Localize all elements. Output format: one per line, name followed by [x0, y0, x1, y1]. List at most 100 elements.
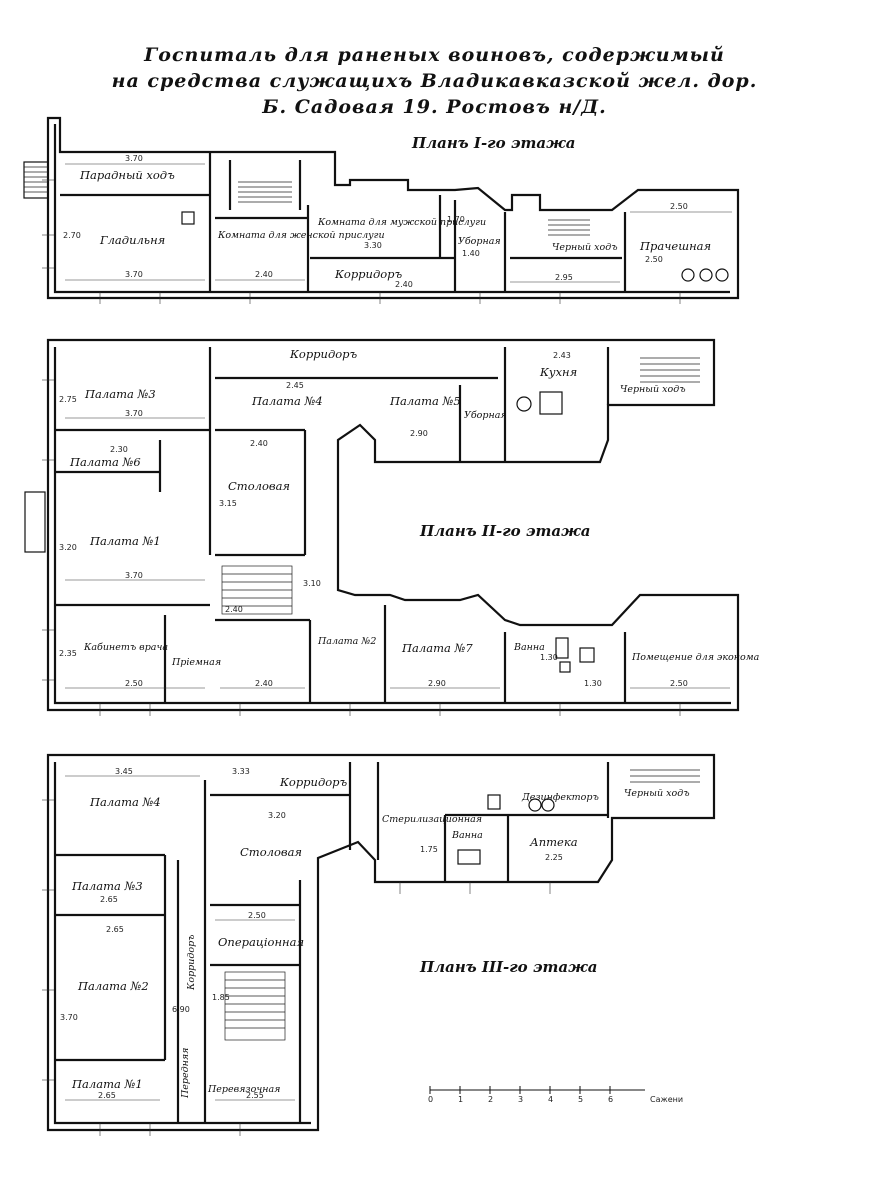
f2-dim: 3.15 — [219, 499, 237, 508]
f3-corridor-side-label: Корридоръ — [186, 934, 197, 991]
f1-dim: 3.70 — [125, 154, 143, 163]
f2-back-stair-label: Черный ходъ — [620, 384, 686, 395]
f3-dim: 3.33 — [232, 767, 250, 776]
f1-dim: 3.30 — [364, 241, 382, 250]
f3-ward2-label: Палата №2 — [77, 979, 149, 993]
f2-dim: 2.40 — [255, 679, 273, 688]
floor2-room-labels: Корридоръ Палата №3 Палата №4 Палата №5 … — [59, 347, 760, 688]
f1-back-stair-label: Черный ходъ — [552, 242, 618, 253]
f3-back-stair-label: Черный ходъ — [624, 788, 690, 799]
f3-dim: 2.55 — [246, 1091, 264, 1100]
f2-dim: 3.70 — [125, 571, 143, 580]
f3-dim: 1.85 — [212, 993, 230, 1002]
f2-dim: 3.10 — [303, 579, 321, 588]
floor1-plan — [23, 116, 740, 304]
f3-disinfection-label: Дезинфекторъ — [521, 792, 599, 803]
f2-dim: 1.30 — [540, 653, 558, 662]
scale-tick-label: 6 — [608, 1095, 613, 1104]
f2-dim: 2.75 — [59, 395, 77, 404]
f2-dim: 2.40 — [250, 439, 268, 448]
scale-tick-label: 4 — [548, 1095, 553, 1104]
f2-dim: 2.90 — [410, 429, 428, 438]
f3-dim: 2.25 — [545, 853, 563, 862]
floor3-room-labels: Палата №4 Корридоръ Черный ходъ Стерилиз… — [60, 767, 690, 1100]
f3-dim: 2.50 — [248, 911, 266, 920]
f2-dim: 2.50 — [125, 679, 143, 688]
f1-women-room-label: Комната для женской прислуги — [217, 230, 385, 241]
scale-tick-label: 3 — [518, 1095, 523, 1104]
f1-dim: 2.95 — [555, 273, 573, 282]
floor2-plan — [24, 338, 740, 716]
f1-dim: 1.40 — [462, 249, 480, 258]
f3-sterilization-label: Стерилизационная — [382, 814, 482, 825]
f2-dim: 2.35 — [59, 649, 77, 658]
f2-steward-label: Помещение для эконома — [631, 652, 760, 663]
f2-dim: 3.70 — [125, 409, 143, 418]
f3-dim: 3.70 — [60, 1013, 78, 1022]
f2-dim: 2.40 — [225, 605, 243, 614]
f3-bath-label: Ванна — [451, 830, 483, 841]
f2-dim: 2.30 — [110, 445, 128, 454]
f1-dim: 2.40 — [255, 270, 273, 279]
f3-dim: 2.65 — [100, 895, 118, 904]
f2-doctor-label: Кабинетъ врача — [83, 642, 168, 653]
scale-tick-label: 0 — [428, 1095, 433, 1104]
f3-front-label: Передняя — [180, 1048, 191, 1099]
f1-dim: 2.40 — [395, 280, 413, 289]
f2-corridor-label: Корридоръ — [289, 347, 358, 361]
f1-entrance-label: Парадный ходъ — [79, 168, 175, 182]
scale-tick-label: 5 — [578, 1095, 583, 1104]
title-line-2: на средства служащихъ Владикавказской же… — [111, 70, 758, 92]
f3-dim: 6.90 — [172, 1005, 190, 1014]
f2-dim: 3.20 — [59, 543, 77, 552]
f3-ward4-label: Палата №4 — [89, 795, 161, 809]
title-line-3: Б. Садовая 19. Ростовъ н/Д. — [262, 96, 607, 118]
f2-lavatory-label: Уборная — [464, 410, 507, 421]
f1-dim: 2.50 — [670, 202, 688, 211]
f3-operating-label: Операціонная — [218, 935, 304, 949]
f3-dim: 1.75 — [420, 845, 438, 854]
f2-dim: 2.45 — [286, 381, 304, 390]
f1-wash-label: Прачешная — [639, 239, 711, 253]
f1-toilet-label: Уборная — [458, 236, 501, 247]
f2-ward1-label: Палата №1 — [89, 534, 161, 548]
f2-dim: 2.43 — [553, 351, 571, 360]
f1-dim: 2.70 — [63, 231, 81, 240]
f2-ward3-label: Палата №3 — [84, 387, 156, 401]
f2-kitchen-label: Кухня — [539, 365, 577, 379]
f1-men-room-label: Комната для мужской прислуги — [317, 217, 486, 228]
floor2-plan-label: Планъ II-го этажа — [420, 522, 591, 540]
f1-dim: 3.70 — [125, 270, 143, 279]
f1-laundry-label: Гладильня — [99, 233, 165, 247]
scale-tick-label: 1 — [458, 1095, 463, 1104]
f3-dim: 2.65 — [98, 1091, 116, 1100]
f3-ward1-label: Палата №1 — [71, 1077, 143, 1091]
f2-dim: 2.90 — [428, 679, 446, 688]
f2-ward6-label: Палата №6 — [69, 455, 141, 469]
f2-dim: 2.50 — [670, 679, 688, 688]
f2-ward2-label: Палата №2 — [317, 636, 376, 647]
f3-dim: 2.65 — [106, 925, 124, 934]
f2-ward7-label: Палата №7 — [401, 641, 473, 655]
f2-ward5-label: Палата №5 — [389, 394, 461, 408]
f3-dressing-label: Перевязочная — [207, 1084, 280, 1095]
floor3-plan — [42, 753, 716, 1136]
f2-dim: 1.30 — [584, 679, 602, 688]
f1-dim: 2.50 — [645, 255, 663, 264]
floor1-plan-label: Планъ I-го этажа — [412, 134, 576, 152]
f3-dim: 3.20 — [268, 811, 286, 820]
f3-ward3-label: Палата №3 — [71, 879, 143, 893]
scale-unit-label: Сажени — [650, 1095, 683, 1104]
floor1-room-labels: Парадный ходъ Гладильня Комната для женс… — [63, 154, 711, 289]
f3-dim: 3.45 — [115, 767, 133, 776]
f3-dining-label: Столовая — [240, 845, 302, 859]
title-line-1: Госпиталь для раненых воиновъ, содержимы… — [144, 44, 725, 66]
floor3-plan-label: Планъ III-го этажа — [420, 958, 598, 976]
f3-pharmacy-label: Аптека — [529, 835, 578, 849]
f1-corridor-label: Корридоръ — [334, 267, 403, 281]
f1-dim: 1.70 — [447, 215, 465, 224]
f2-ward4-label: Палата №4 — [251, 394, 323, 408]
f3-corridor-top-label: Корридоръ — [279, 775, 348, 789]
scale-tick-label: 2 — [488, 1095, 493, 1104]
